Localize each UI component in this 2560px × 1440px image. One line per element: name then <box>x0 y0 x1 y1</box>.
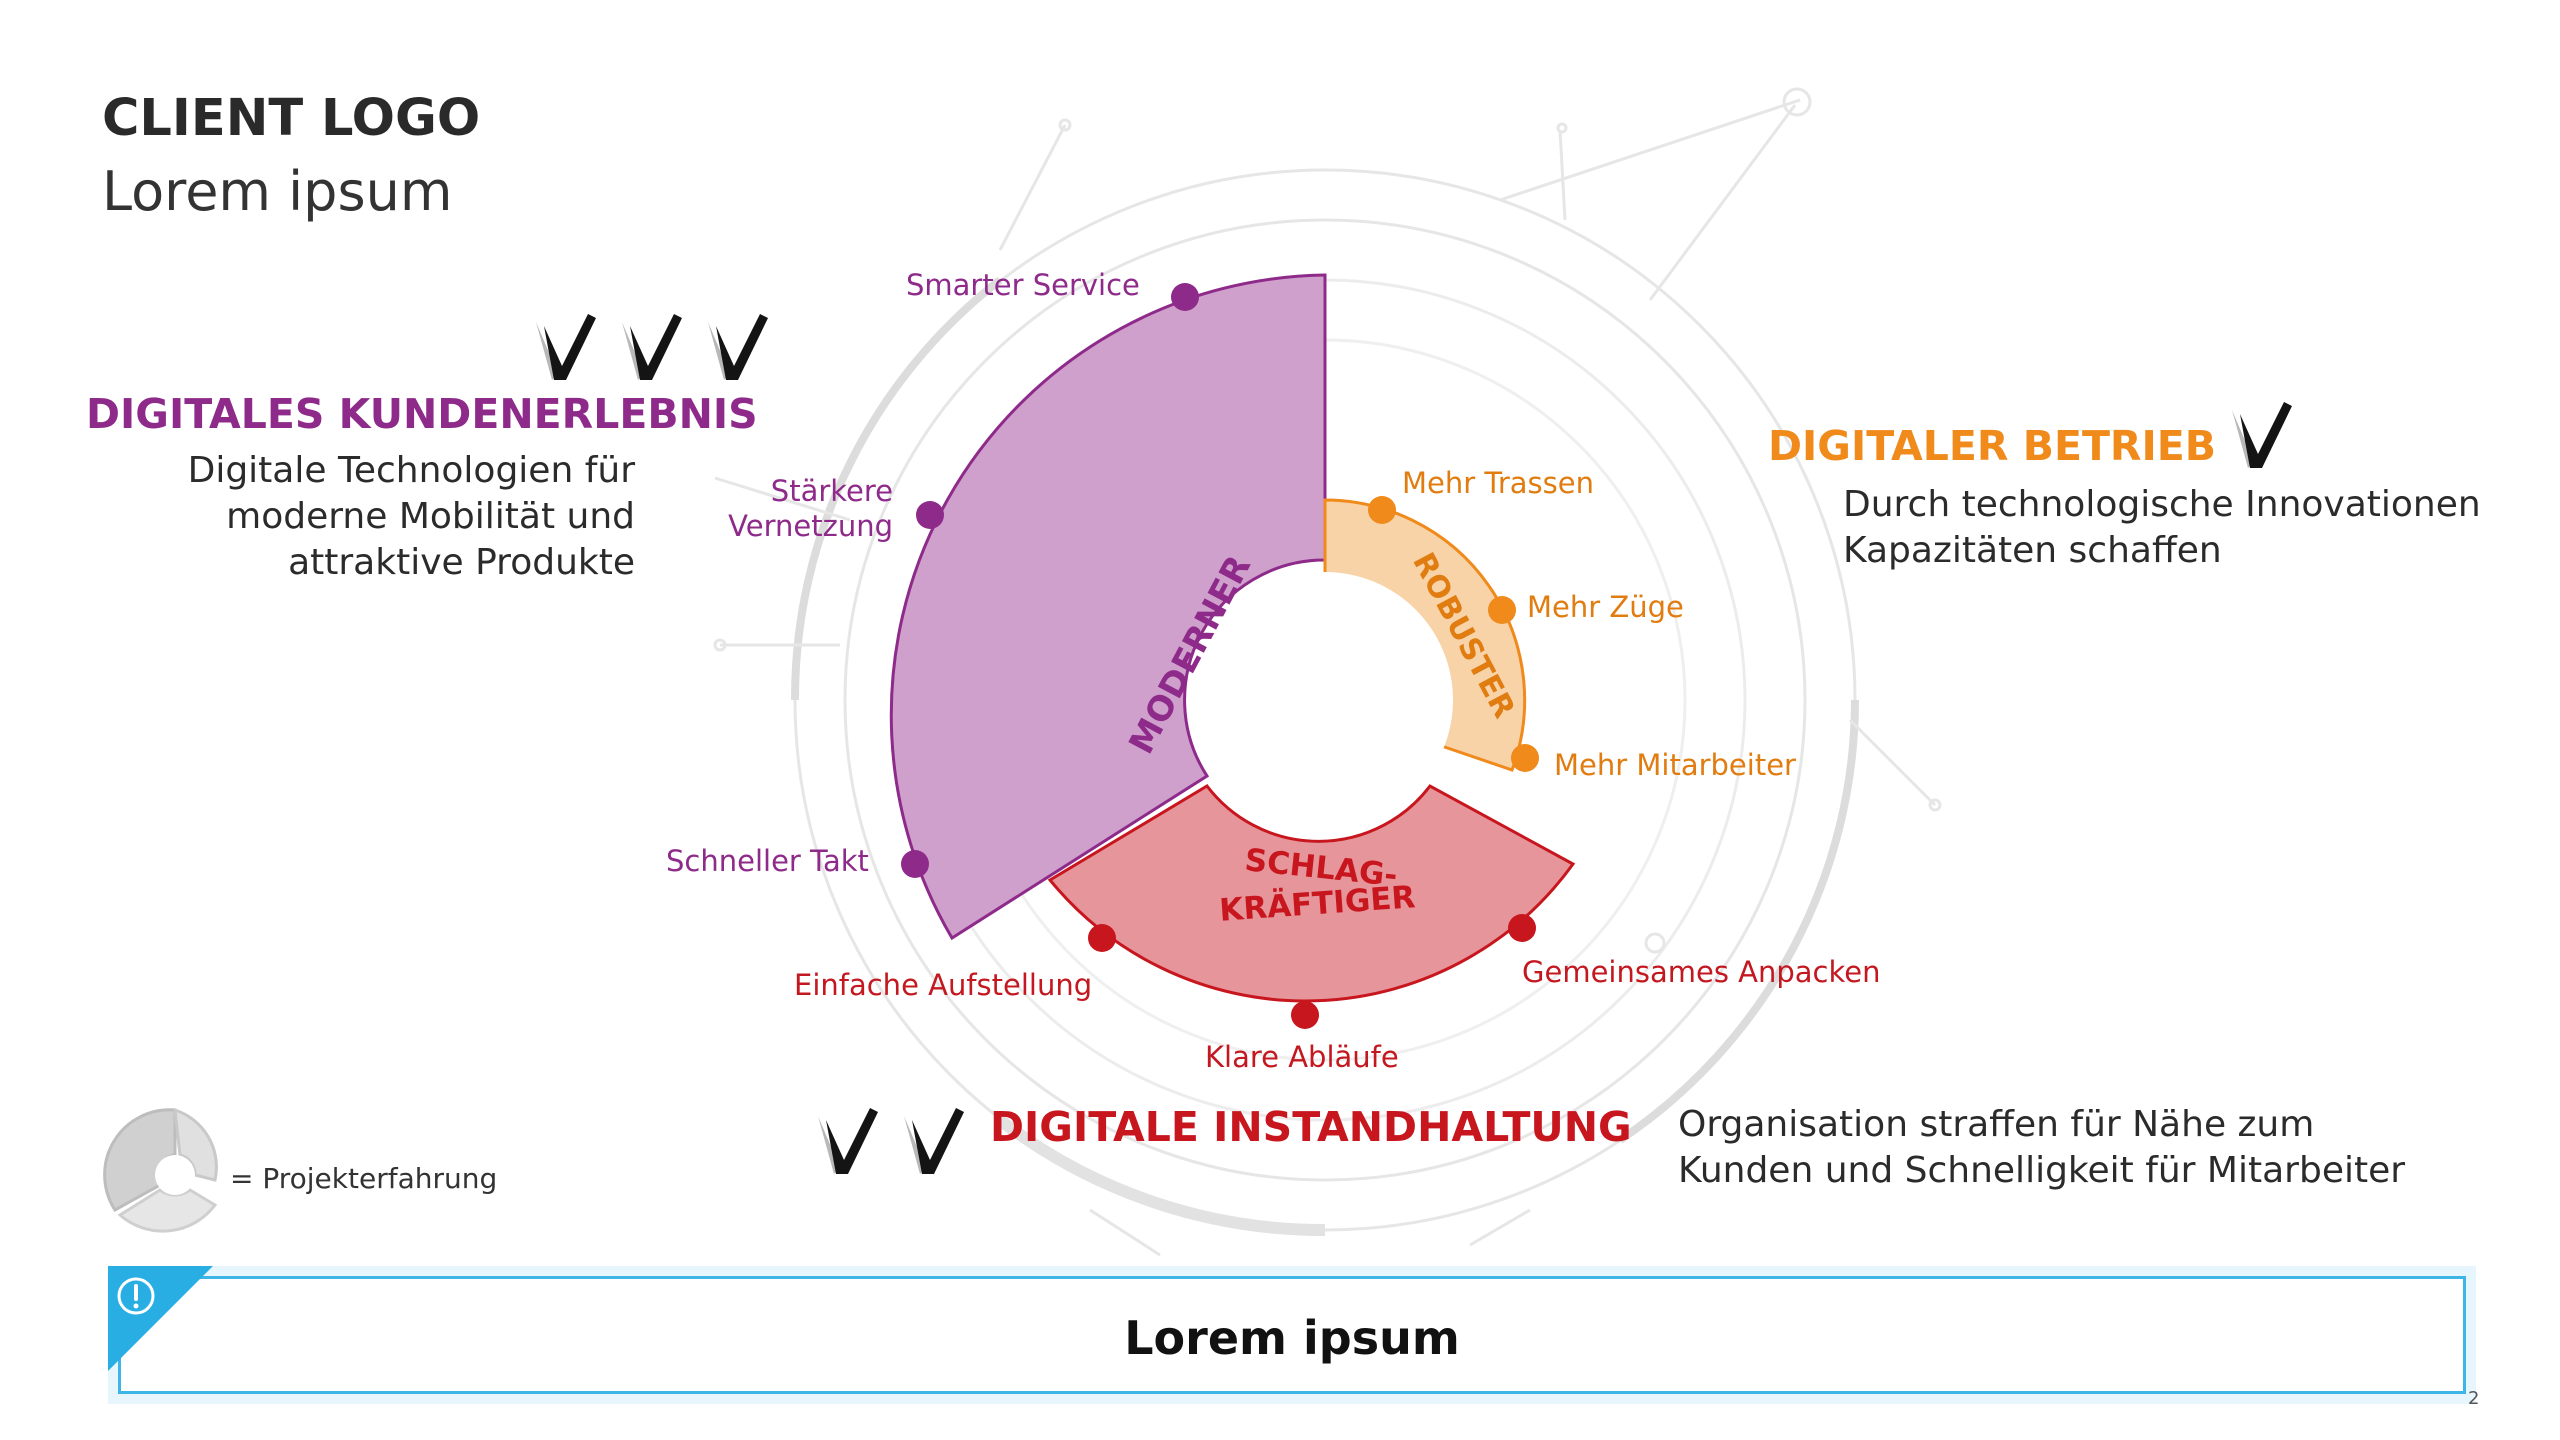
checkmarks-instandhaltung <box>818 1108 964 1174</box>
section-title-betrieb: DIGITALER BETRIEB <box>1768 422 2216 470</box>
check-icon <box>912 1108 964 1174</box>
dot-smarter-service <box>1171 283 1199 311</box>
dot-staerkere-vernetzung <box>916 501 944 529</box>
bottom-callout: Lorem ipsum <box>118 1276 2466 1394</box>
desc-line: Durch technologische Innovationen <box>1843 484 2481 525</box>
info-icon <box>117 1277 155 1315</box>
check-icon <box>2240 402 2292 468</box>
wheel-center <box>1197 572 1453 828</box>
check-icon <box>544 314 596 380</box>
checkmarks-betrieb <box>2232 402 2292 468</box>
dot-gemeinsames-anpacken <box>1508 914 1536 942</box>
dot-mehr-mitarbeiter <box>1511 744 1539 772</box>
dot-mehr-zuege <box>1488 596 1516 624</box>
desc-line: Kapazitäten schaffen <box>1843 530 2222 571</box>
section-desc-betrieb: Durch technologische Innovationen Kapazi… <box>1843 482 2481 574</box>
dot-schneller-takt <box>901 850 929 878</box>
desc-line: Kunden und Schnelligkeit für Mitarbeiter <box>1678 1150 2406 1191</box>
label-mehr-mitarbeiter: Mehr Mitarbeiter <box>1554 748 1796 782</box>
dot-mehr-trassen <box>1368 496 1396 524</box>
bottom-callout-text: Lorem ipsum <box>1124 1311 1460 1365</box>
info-flag <box>108 1266 213 1371</box>
label-einfache-aufstellung: Einfache Aufstellung <box>794 968 1093 1002</box>
segment-schlagkraeftiger <box>1047 784 1576 1003</box>
dot-klare-ablaeufe <box>1291 1001 1319 1029</box>
client-logo: CLIENT LOGO <box>102 89 481 148</box>
legend-text: = Projekterfahrung <box>230 1162 498 1195</box>
desc-line: attraktive Produkte <box>288 542 635 583</box>
checkmarks-kundenerlebnis <box>536 314 768 380</box>
desc-line: Digitale Technologien für <box>187 450 635 491</box>
section-desc-instandhaltung: Organisation straffen für Nähe zum Kunde… <box>1678 1102 2405 1194</box>
desc-line: moderne Mobilität und <box>226 496 635 537</box>
desc-line: Organisation straffen für Nähe zum <box>1678 1104 2315 1145</box>
label-gemeinsames-anpacken: Gemeinsames Anpacken <box>1522 955 1881 989</box>
check-icon <box>716 314 768 380</box>
label-line: Vernetzung <box>728 508 893 543</box>
page-subtitle: Lorem ipsum <box>102 160 453 223</box>
page-number: 2 <box>2468 1388 2480 1409</box>
label-staerkere-vernetzung: Stärkere Vernetzung <box>728 474 893 544</box>
label-smarter-service: Smarter Service <box>906 268 1140 302</box>
label-klare-ablaeufe: Klare Abläufe <box>1205 1040 1399 1074</box>
segment-moderner <box>889 273 1327 941</box>
label-mehr-trassen: Mehr Trassen <box>1402 466 1594 500</box>
section-title-instandhaltung: DIGITALE INSTANDHALTUNG <box>990 1103 1632 1151</box>
section-title-kundenerlebnis: DIGITALES KUNDENERLEBNIS <box>86 390 758 438</box>
legend-icon <box>103 1107 218 1233</box>
section-desc-kundenerlebnis: Digitale Technologien für moderne Mobili… <box>188 448 635 586</box>
label-schneller-takt: Schneller Takt <box>666 844 869 878</box>
dot-einfache-aufstellung <box>1088 924 1116 952</box>
check-icon <box>826 1108 878 1174</box>
label-mehr-zuege: Mehr Züge <box>1527 590 1684 624</box>
check-icon <box>630 314 682 380</box>
label-line: Stärkere <box>770 474 893 508</box>
